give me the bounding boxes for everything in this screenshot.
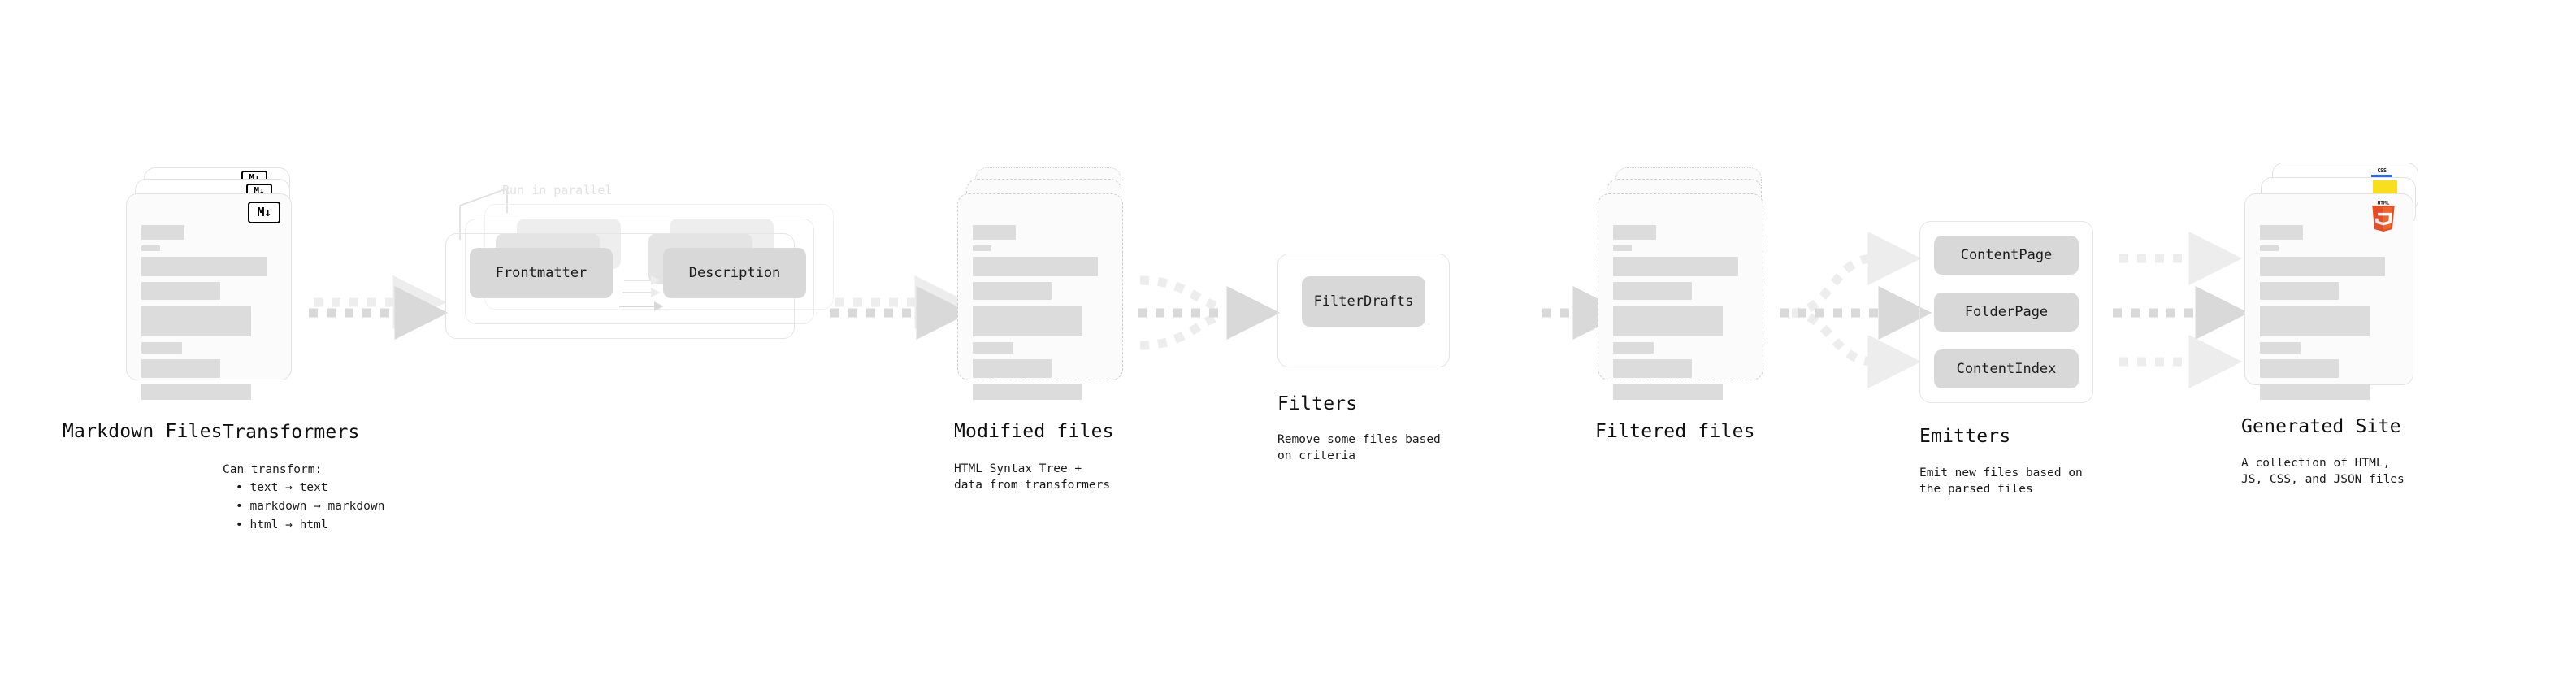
stage-subtitle-emitters: Emit new files based on the parsed files bbox=[1919, 466, 2083, 496]
stage-title-emitters: Emitters bbox=[1919, 426, 2011, 447]
generated-placeholder-bars bbox=[2260, 225, 2400, 406]
modified-placeholder-bars bbox=[973, 225, 1109, 406]
stage-filtered-files: Filtered files bbox=[1595, 167, 1785, 442]
js-icon bbox=[2373, 180, 2397, 195]
html5-icon: HTML bbox=[2372, 201, 2395, 232]
filtered-placeholder-bars bbox=[1613, 225, 1750, 406]
stage-title-modified-files: Modified files bbox=[954, 421, 1114, 442]
stage-title-filters: Filters bbox=[1277, 393, 1358, 414]
connector-transformers-to-modified bbox=[830, 275, 970, 340]
stage-title-filtered-files: Filtered files bbox=[1595, 421, 1755, 442]
stage-modified-files: Modified files HTML Syntax Tree + data f… bbox=[954, 167, 1144, 492]
connector-emitters-to-generated bbox=[2113, 232, 2249, 388]
stage-generated-site: CSS HTML bbox=[2241, 163, 2439, 486]
markdown-card-front bbox=[126, 193, 292, 400]
transformer-bullet-2: • html → html bbox=[236, 518, 328, 531]
stage-subtitle-filters: Remove some files based on criteria bbox=[1277, 433, 1441, 462]
emitters-pill-contentindex[interactable]: ContentIndex bbox=[1934, 349, 2079, 388]
markdown-placeholder-bars bbox=[141, 225, 278, 406]
filters-pill-filterdrafts[interactable]: FilterDrafts bbox=[1302, 276, 1425, 327]
stage-title-markdown-files: Markdown Files bbox=[63, 421, 223, 442]
css-icon: CSS bbox=[2371, 167, 2392, 179]
connector-modified-to-filters bbox=[1138, 275, 1281, 350]
stage-subtitle-transformers: Can transform: bbox=[223, 463, 323, 476]
filtered-card-front bbox=[1598, 193, 1763, 400]
transformer-group-back-1 bbox=[465, 219, 814, 324]
transformer-pill-description[interactable]: Description bbox=[663, 248, 806, 298]
emitters-group[interactable] bbox=[1919, 221, 2093, 403]
stage-title-transformers: Transformers bbox=[223, 422, 360, 443]
filters-group[interactable] bbox=[1277, 254, 1450, 367]
stage-subtitle-modified-files: HTML Syntax Tree + data from transformer… bbox=[954, 462, 1111, 492]
markdown-icon: M↓ bbox=[248, 202, 280, 223]
stage-subtitle-generated-site: A collection of HTML, JS, CSS, and JSON … bbox=[2241, 457, 2405, 486]
emitters-pill-folderpage[interactable]: FolderPage bbox=[1934, 293, 2079, 332]
transformer-pill-frontmatter[interactable]: Frontmatter bbox=[470, 248, 613, 298]
transformer-bullet-0: • text → text bbox=[236, 481, 328, 494]
run-in-parallel-bracket bbox=[459, 187, 508, 240]
connector-filtered-to-emitters bbox=[1780, 232, 1932, 388]
modified-card-front bbox=[957, 193, 1123, 400]
svg-text:HTML: HTML bbox=[2378, 201, 2390, 206]
transformer-bullet-1: • markdown → markdown bbox=[236, 500, 385, 513]
emitters-pill-contentpage[interactable]: ContentPage bbox=[1934, 236, 2079, 275]
connector-markdown-to-transformers bbox=[309, 275, 449, 340]
run-in-parallel-label: Run in parallel bbox=[502, 183, 613, 197]
stage-markdown-files: M↓ M↓ M↓ Markdown Files bbox=[63, 167, 313, 442]
stage-title-generated-site: Generated Site bbox=[2241, 416, 2401, 437]
generated-card-front bbox=[2244, 193, 2413, 400]
transformer-inner-arrows bbox=[619, 275, 664, 311]
